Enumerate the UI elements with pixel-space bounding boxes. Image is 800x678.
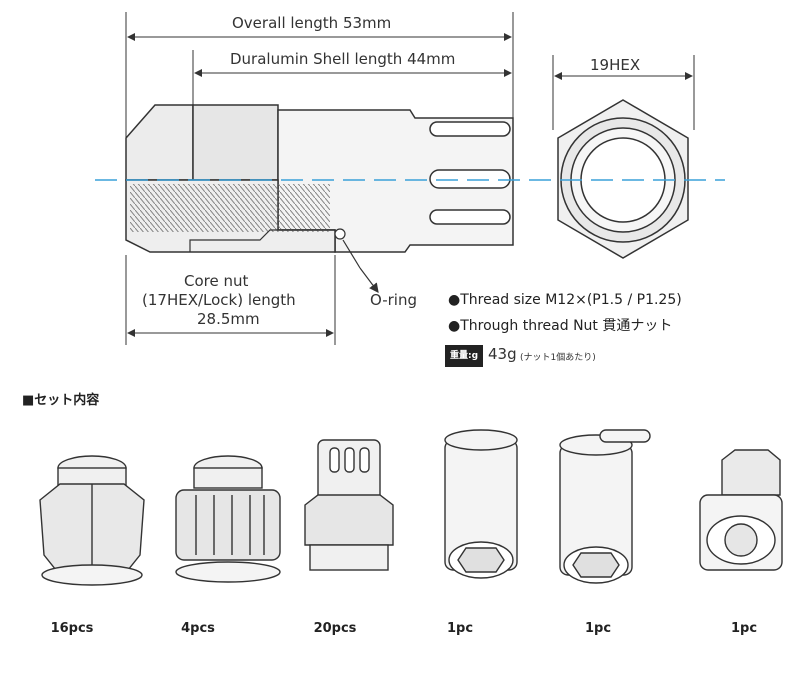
nut-front-view	[557, 99, 689, 259]
weight-value: 43g	[488, 345, 517, 363]
inner-step	[189, 228, 379, 293]
item-qty-6: 1pc	[730, 621, 758, 636]
o-ring-label: O-ring	[370, 291, 417, 309]
hex-size-label: 19HEX	[590, 56, 641, 74]
weight-badge: 重量:g	[445, 345, 483, 367]
weight-note: (ナット1個あたり)	[520, 353, 596, 363]
dimension-arrows	[127, 33, 693, 337]
overall-length-label: Overall length 53mm	[232, 14, 392, 32]
item-key-adapter	[699, 449, 783, 571]
item-lock-nut-4pcs	[175, 455, 281, 583]
core-nut-label-line1: Core nut	[184, 272, 249, 290]
item-socket-2	[559, 429, 651, 584]
item-qty-5: 1pc	[584, 621, 612, 636]
set-contents-title: ■セット内容	[22, 393, 100, 408]
core-nut-label-line3: 28.5mm	[197, 310, 260, 328]
item-nut-16pcs	[39, 455, 145, 586]
item-qty-4: 1pc	[446, 621, 474, 636]
item-qty-2: 4pcs	[181, 621, 215, 636]
thread-size-spec: ●Thread size M12×(P1.5 / P1.25)	[448, 292, 682, 308]
item-shell-20pcs	[304, 439, 394, 571]
item-socket-1	[444, 429, 518, 579]
item-qty-3: 20pcs	[313, 621, 357, 636]
thread-hatching	[130, 184, 330, 232]
item-qty-1: 16pcs	[50, 621, 94, 636]
shell-length-label: Duralumin Shell length 44mm	[230, 50, 456, 68]
shell-slots	[429, 121, 511, 225]
core-nut-label-line2: (17HEX/Lock) length	[142, 291, 296, 309]
through-thread-spec: ●Through thread Nut 貫通ナット	[448, 318, 673, 334]
